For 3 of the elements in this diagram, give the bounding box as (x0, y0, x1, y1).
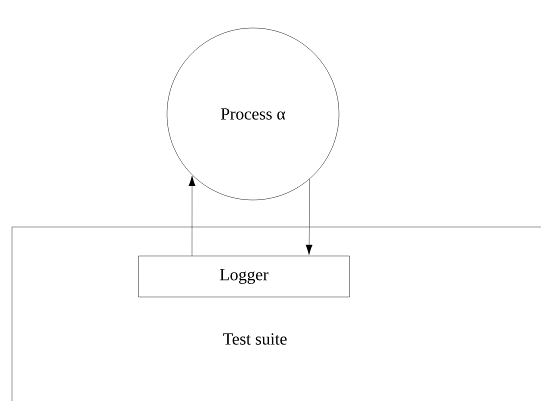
logger-box: Logger (138, 256, 350, 298)
arrow (306, 178, 312, 256)
arrow (188, 176, 196, 256)
